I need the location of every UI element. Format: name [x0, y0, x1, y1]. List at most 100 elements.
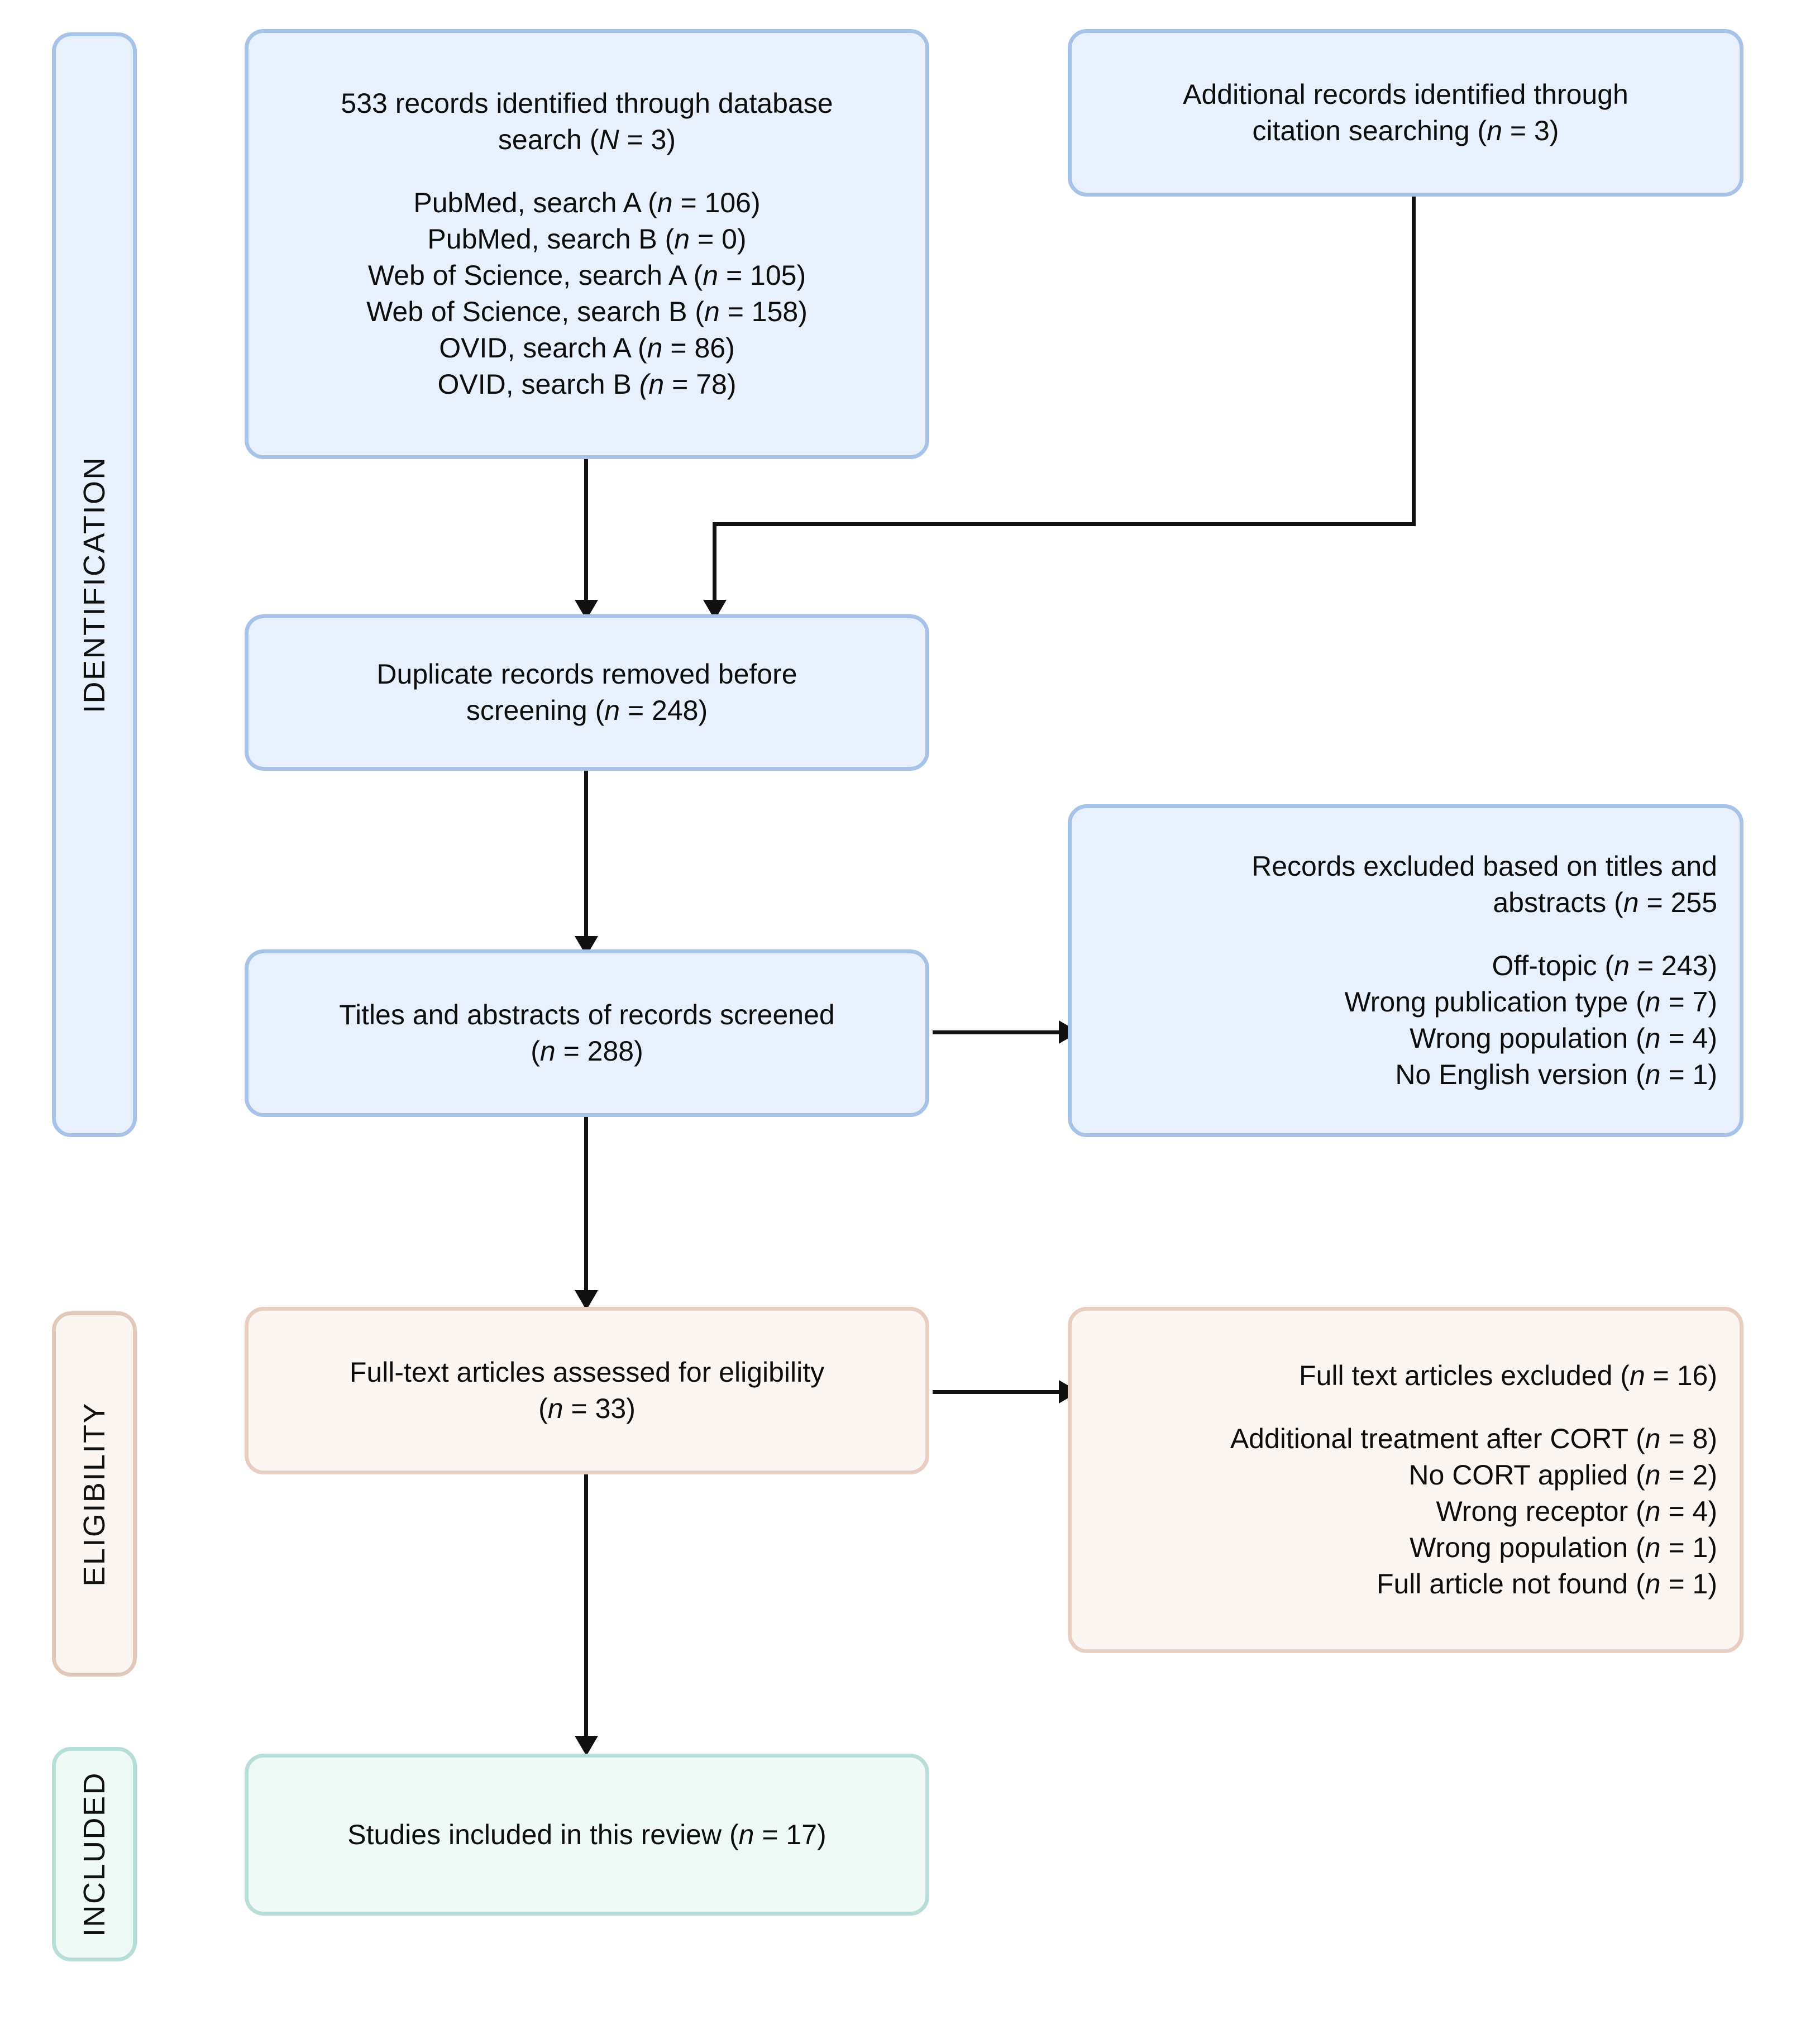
- source-label: OVID, search B: [437, 368, 639, 400]
- ft-reason-value: = 1): [1660, 1531, 1717, 1563]
- ft-exclusion-reason-line: Additional treatment after CORT (n = 8): [1094, 1421, 1717, 1457]
- reason-var: n: [1614, 949, 1630, 981]
- source-line: Web of Science, search A (n = 105): [271, 257, 903, 294]
- source-var: n: [657, 187, 673, 218]
- duplicates-line1: Duplicate records removed before: [376, 658, 797, 690]
- included-line-prefix: Studies included in this review (: [347, 1818, 739, 1850]
- screened-line2-prefix: (: [531, 1035, 540, 1067]
- connector-database-to-duplicates-line: [584, 459, 588, 605]
- ft-exclusion-reason-line: Wrong receptor (n = 4): [1094, 1493, 1717, 1530]
- ft-reason-label: No CORT applied (: [1408, 1459, 1645, 1491]
- ft-exclusion-reason-line: Wrong population (n = 1): [1094, 1530, 1717, 1566]
- excluded-heading-line2-italic: n: [1623, 887, 1639, 919]
- db-heading-line2-suffix: = 3): [619, 124, 676, 156]
- node-fulltext-assessed: Full-text articles assessed for eligibil…: [245, 1307, 929, 1474]
- reason-value: = 7): [1660, 986, 1717, 1018]
- node-fulltext-assessed-text: Full-text articles assessed for eligibil…: [271, 1354, 903, 1427]
- node-studies-included: Studies included in this review (n = 17): [245, 1754, 929, 1916]
- node-database-search-text: 533 records identified through database …: [271, 85, 903, 403]
- source-var: n: [674, 223, 690, 255]
- reason-label: Wrong publication type (: [1344, 986, 1645, 1018]
- stage-band-included: INCLUDED: [52, 1747, 137, 1961]
- connector-citation-drop-line: [713, 522, 716, 605]
- connector-citation-vertical-line: [1412, 197, 1416, 526]
- stage-band-eligibility: ELIGIBILITY: [52, 1311, 137, 1677]
- excluded-heading-line2-prefix: abstracts (: [1493, 887, 1623, 919]
- node-duplicates-removed-text: Duplicate records removed before screeni…: [271, 656, 903, 729]
- connector-screened-to-fulltext-line: [584, 1117, 588, 1296]
- stage-label-eligibility: ELIGIBILITY: [78, 1401, 111, 1587]
- source-value: = 106): [672, 187, 761, 218]
- node-database-search: 533 records identified through database …: [245, 29, 929, 459]
- source-label: Web of Science, search A (: [367, 259, 703, 291]
- connector-duplicates-to-screened-line: [584, 771, 588, 942]
- ft-excluded-heading-suffix: = 16): [1645, 1360, 1717, 1392]
- ft-reason-value: = 4): [1660, 1495, 1717, 1527]
- duplicates-line2-suffix: = 248): [620, 695, 708, 726]
- db-heading-line2-italic: N: [599, 124, 619, 156]
- source-var: n: [704, 295, 720, 327]
- ft-exclusion-reason-line: Full article not found (n = 1): [1094, 1566, 1717, 1602]
- exclusion-reason-line: No English version (n = 1): [1094, 1057, 1717, 1093]
- included-line-italic: n: [738, 1818, 754, 1850]
- connector-citation-horizontal-line: [713, 522, 1416, 526]
- screened-line1: Titles and abstracts of records screened: [339, 999, 835, 1030]
- source-var: (n: [639, 368, 665, 400]
- ft-excluded-heading-prefix: Full text articles excluded (: [1299, 1360, 1630, 1392]
- source-var: n: [647, 332, 663, 364]
- source-label: PubMed, search A (: [413, 187, 657, 218]
- fulltext-line1: Full-text articles assessed for eligibil…: [349, 1357, 825, 1388]
- citation-line1: Additional records identified through: [1183, 79, 1628, 110]
- ft-reason-var: n: [1645, 1495, 1661, 1527]
- ft-reason-var: n: [1645, 1459, 1661, 1491]
- ft-excluded-spacer: [1094, 1394, 1717, 1421]
- citation-line2-italic: n: [1487, 115, 1502, 146]
- ft-reason-value: = 8): [1660, 1422, 1717, 1454]
- ft-reason-label: Additional treatment after CORT (: [1230, 1422, 1645, 1454]
- source-label: OVID, search A (: [439, 332, 647, 364]
- reason-label: No English version (: [1395, 1058, 1645, 1090]
- screened-line2-italic: n: [539, 1035, 556, 1067]
- source-label: Web of Science, search B (: [366, 295, 705, 327]
- node-studies-included-text: Studies included in this review (n = 17): [271, 1817, 903, 1853]
- reason-value: = 1): [1660, 1058, 1717, 1090]
- fulltext-line2-italic: n: [547, 1393, 563, 1424]
- reason-var: n: [1645, 1022, 1661, 1054]
- node-fulltext-excluded-text: Full text articles excluded ( n = 16) Add…: [1094, 1358, 1717, 1602]
- connector-fulltext-to-included-arrow: [575, 1736, 598, 1756]
- exclusion-reason-line: Wrong population (n = 4): [1094, 1020, 1717, 1057]
- source-line: Web of Science, search B (n = 158): [271, 294, 903, 330]
- ft-reason-label: Wrong receptor (: [1436, 1495, 1645, 1527]
- connector-fulltext-to-excluded-line: [933, 1390, 1068, 1394]
- source-value: = 105): [718, 259, 806, 291]
- node-fulltext-excluded: Full text articles excluded ( n = 16) Add…: [1068, 1307, 1743, 1653]
- db-spacer: [271, 158, 903, 185]
- node-citation-search: Additional records identified through ci…: [1068, 29, 1743, 197]
- screened-line2-suffix: = 288): [555, 1035, 643, 1067]
- ft-reason-value: = 2): [1660, 1459, 1717, 1491]
- reason-label: Off-topic (: [1492, 949, 1614, 981]
- included-line-suffix: = 17): [754, 1818, 827, 1850]
- ft-exclusion-reason-line: No CORT applied (n = 2): [1094, 1457, 1717, 1493]
- source-var: n: [703, 259, 719, 291]
- node-citation-search-text: Additional records identified through ci…: [1094, 77, 1717, 149]
- reason-var: n: [1645, 1058, 1661, 1090]
- node-records-excluded: Records excluded based on titles and abs…: [1068, 804, 1743, 1137]
- source-line: OVID, search A (n = 86): [271, 330, 903, 366]
- node-duplicates-removed: Duplicate records removed before screeni…: [245, 614, 929, 771]
- reason-label: Wrong population (: [1410, 1022, 1645, 1054]
- excluded-heading-line2-suffix: = 255: [1639, 887, 1717, 919]
- node-records-screened: Titles and abstracts of records screened…: [245, 949, 929, 1117]
- exclusion-reason-line: Wrong publication type (n = 7): [1094, 984, 1717, 1020]
- node-records-screened-text: Titles and abstracts of records screened…: [271, 997, 903, 1070]
- source-value: = 0): [690, 223, 747, 255]
- stage-label-identification: IDENTIFICATION: [78, 456, 111, 713]
- duplicates-line2-italic: n: [604, 695, 620, 726]
- source-line: OVID, search B (n = 78): [271, 366, 903, 403]
- fulltext-line2-prefix: (: [538, 1393, 548, 1424]
- connector-screened-to-excluded-line: [933, 1030, 1068, 1034]
- ft-reason-var: n: [1645, 1568, 1661, 1600]
- citation-line2-prefix: citation searching (: [1252, 115, 1487, 146]
- db-heading-line2-prefix: search (: [498, 124, 599, 156]
